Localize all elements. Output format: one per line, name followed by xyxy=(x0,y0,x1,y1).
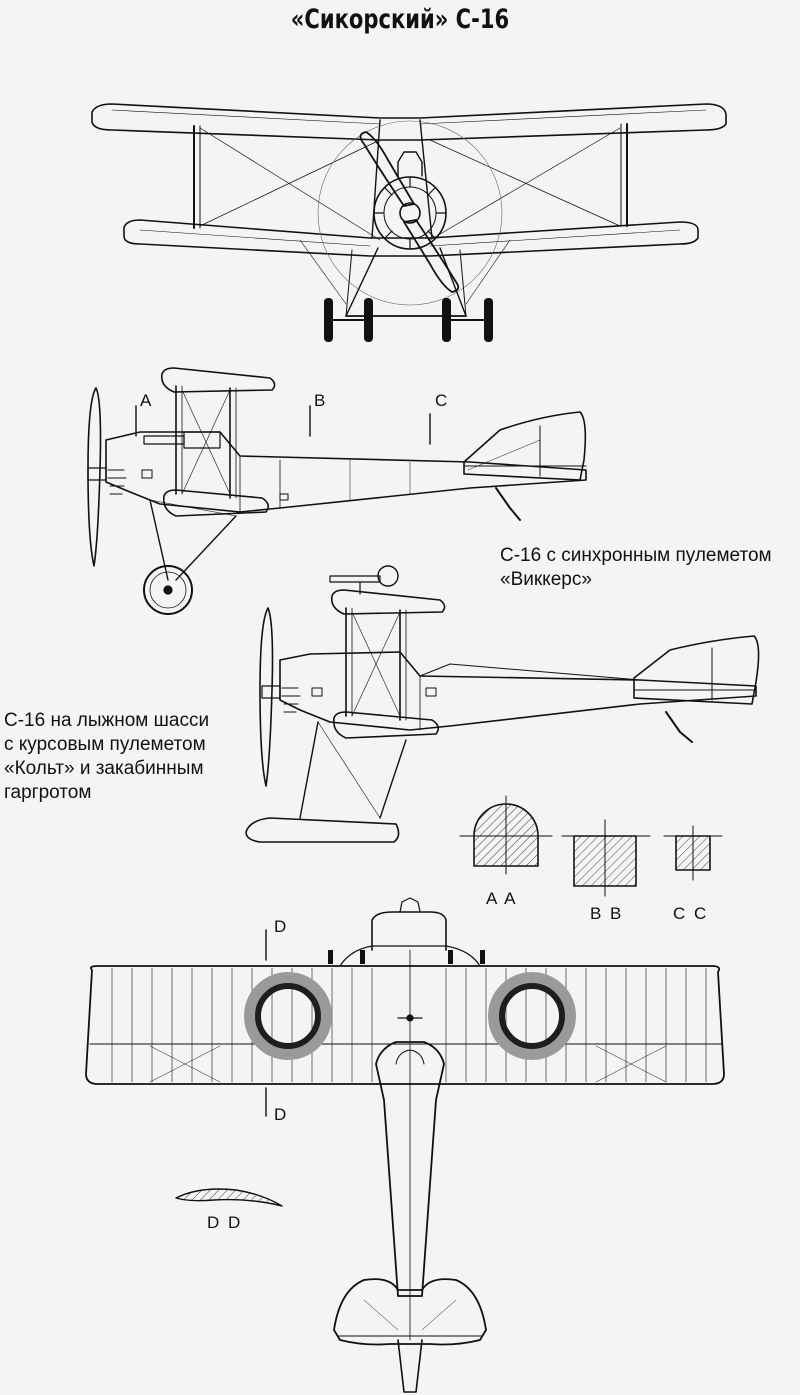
section-label-aa: A A xyxy=(486,889,518,908)
cross-sections xyxy=(459,795,723,897)
caption-line: «Кольт» и закабинным xyxy=(4,758,204,779)
caption-line: С-16 на лыжном шасси xyxy=(4,710,210,731)
caption-line: с курсовым пулеметом xyxy=(4,734,206,755)
caption-line: С-16 с синхронным пулеметом xyxy=(500,545,772,566)
drawing-title: «Сикорский» С-16 xyxy=(290,4,510,35)
front-view xyxy=(91,103,727,342)
section-mark-d-top: D xyxy=(274,917,289,936)
section-mark-b: B xyxy=(314,391,328,410)
section-mark-a: A xyxy=(140,391,154,410)
section-label-dd: D D xyxy=(207,1213,243,1232)
caption-line: гаргротом xyxy=(4,782,92,803)
section-mark-d-bottom: D xyxy=(274,1105,289,1124)
section-mark-c: C xyxy=(435,391,450,410)
caption-vickers-variant: С-16 с синхронным пулеметом «Виккерс» xyxy=(500,544,772,592)
plan-view xyxy=(85,897,725,1393)
side-view-colt xyxy=(245,565,760,843)
section-label-bb: B B xyxy=(590,904,624,923)
section-label-cc: C C xyxy=(673,904,709,923)
side-view-vickers xyxy=(87,367,587,615)
caption-colt-variant: С-16 на лыжном шасси с курсовым пулемето… xyxy=(4,709,209,805)
caption-line: «Виккерс» xyxy=(500,569,592,590)
